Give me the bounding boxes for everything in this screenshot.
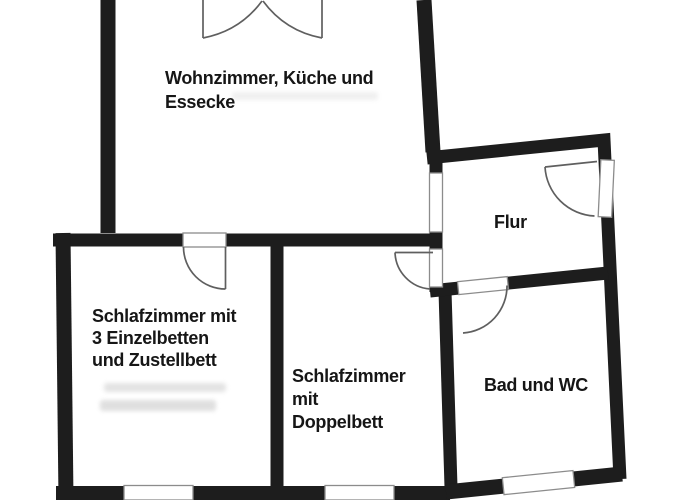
double-door-right-arc — [262, 0, 323, 39]
door-flur-entry-arc — [544, 166, 595, 217]
room-label-line: Doppelbett — [292, 412, 383, 432]
room-label-line: Flur — [494, 212, 527, 232]
door-flur-entry-leaf — [544, 160, 598, 168]
wall-west-lower — [55, 232, 74, 500]
room-label-line: Essecke — [165, 92, 235, 112]
wall-flur-bottom — [429, 266, 609, 298]
window-doppelbett — [324, 484, 395, 500]
room-label-line: Schlafzimmer mit — [92, 306, 237, 326]
wall-east-upper — [416, 0, 441, 153]
door-doppelbett-arc — [394, 252, 431, 290]
room-label-wohnzimmer: Wohnzimmer, Küche und Essecke — [165, 66, 374, 114]
window-bad — [501, 469, 576, 496]
room-label-line: und Zustellbett — [92, 350, 217, 370]
window-einzelbetten — [123, 484, 194, 500]
door-bad-arc — [462, 285, 508, 334]
opening-wohnzimmer-flur — [428, 172, 444, 233]
room-label-line: 3 Einzelbetten — [92, 328, 209, 348]
room-label-line: Wohnzimmer, Küche und — [165, 68, 374, 88]
room-label-schlafzimmer-einzelbetten: Schlafzimmer mit 3 Einzelbetten und Zust… — [92, 305, 237, 371]
wall-bath-divider — [438, 290, 458, 488]
wall-flur-top-and-east — [426, 132, 627, 480]
room-label-bad-wc: Bad und WC — [484, 374, 588, 397]
door-einzelbetten-arc — [182, 246, 226, 290]
double-door-left-arc — [202, 0, 263, 39]
opening-flur-doppelbett — [428, 248, 444, 288]
room-label-line: Schlafzimmer — [292, 366, 406, 386]
opening-bad-door — [456, 275, 510, 296]
room-label-line: Bad und WC — [484, 375, 588, 395]
opening-flur-entry — [597, 159, 616, 218]
room-label-schlafzimmer-doppelbett: Schlafzimmer mit Doppelbett — [292, 365, 406, 434]
opening-einzelbetten-door — [182, 232, 227, 248]
room-label-flur: Flur — [494, 211, 527, 234]
room-label-line: mit — [292, 389, 319, 409]
